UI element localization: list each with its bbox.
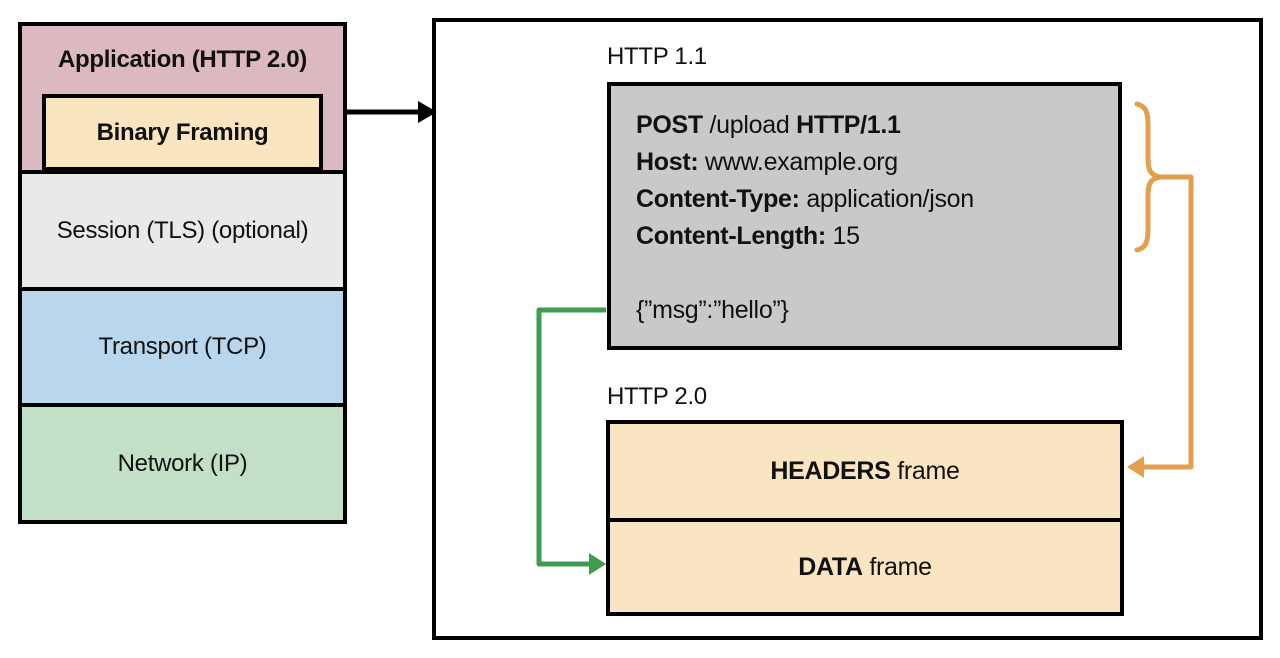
host-header-value: www.example.org bbox=[698, 148, 898, 176]
request-blank-line bbox=[636, 255, 1108, 292]
data-frame-rest: frame bbox=[862, 552, 932, 581]
host-header-key: Host: bbox=[636, 148, 699, 176]
request-version: HTTP/1.1 bbox=[796, 111, 901, 139]
request-line-host: Host: www.example.org bbox=[636, 144, 1108, 181]
request-line-content-length: Content-Length: 15 bbox=[636, 218, 1108, 255]
request-method: POST bbox=[636, 111, 703, 139]
data-frame: DATA frame bbox=[610, 518, 1120, 612]
request-path: /upload bbox=[702, 111, 797, 139]
binary-framing-arrow bbox=[347, 101, 437, 123]
content-length-value: 15 bbox=[825, 222, 861, 250]
layer-network-label: Network (IP) bbox=[117, 449, 248, 477]
http11-label: HTTP 1.1 bbox=[607, 43, 707, 70]
request-line-content-type: Content-Type: application/json bbox=[636, 181, 1108, 218]
layer-session-label: Session (TLS) (optional) bbox=[56, 216, 309, 244]
layer-transport: Transport (TCP) bbox=[22, 287, 343, 403]
headers-frame: HEADERS frame bbox=[610, 424, 1120, 518]
layer-binary-framing: Binary Framing bbox=[42, 94, 323, 171]
layer-network: Network (IP) bbox=[22, 403, 343, 520]
layer-application-label: Application (HTTP 2.0) bbox=[58, 46, 307, 73]
request-line-method: POST /upload HTTP/1.1 bbox=[636, 107, 1108, 144]
headers-frame-bold: HEADERS bbox=[770, 456, 891, 485]
request-body: {”msg”:”hello”} bbox=[636, 292, 1108, 329]
content-type-key: Content-Type: bbox=[636, 185, 800, 213]
layer-session: Session (TLS) (optional) bbox=[22, 170, 343, 287]
data-frame-bold: DATA bbox=[798, 552, 863, 581]
request-body-text: {”msg”:”hello”} bbox=[636, 296, 789, 324]
http11-request-box: POST /upload HTTP/1.1 Host: www.example.… bbox=[607, 82, 1122, 350]
content-type-value: application/json bbox=[799, 185, 974, 213]
headers-frame-rest: frame bbox=[890, 456, 960, 485]
http20-label: HTTP 2.0 bbox=[607, 383, 707, 410]
layer-binary-framing-label: Binary Framing bbox=[96, 118, 269, 146]
content-length-key: Content-Length: bbox=[636, 222, 826, 250]
http2-frames-box: HEADERS frame DATA frame bbox=[606, 420, 1124, 616]
layer-transport-label: Transport (TCP) bbox=[98, 333, 267, 360]
